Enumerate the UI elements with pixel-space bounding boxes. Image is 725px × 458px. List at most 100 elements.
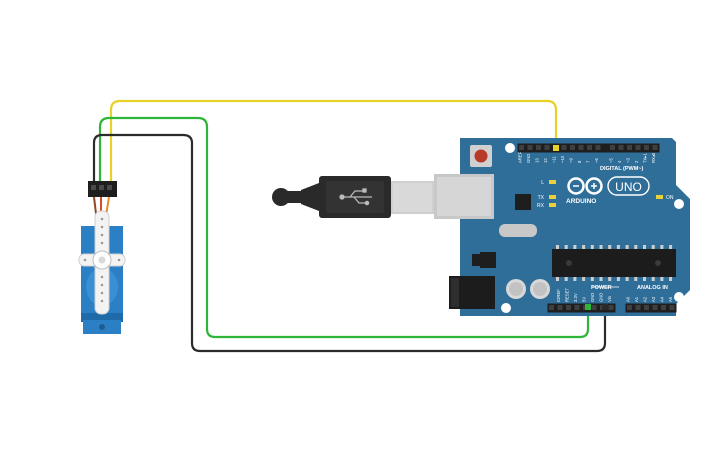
servo-connector bbox=[88, 181, 117, 197]
capacitors bbox=[506, 279, 550, 299]
pin-label: A4 bbox=[660, 296, 665, 302]
header-pin[interactable] bbox=[557, 305, 563, 310]
pin-label: ~9 bbox=[569, 158, 574, 163]
ground-wire[interactable] bbox=[92, 133, 607, 353]
header-pin[interactable] bbox=[591, 305, 597, 310]
header-pin[interactable] bbox=[578, 145, 584, 150]
header-pin[interactable] bbox=[618, 145, 624, 150]
mounting-hole bbox=[674, 199, 684, 209]
mounting-hole bbox=[505, 143, 515, 153]
ground-wire-end bbox=[602, 304, 608, 310]
atmega-pins bbox=[556, 245, 673, 281]
signal-wire[interactable] bbox=[109, 99, 558, 183]
header-pin[interactable] bbox=[566, 305, 571, 310]
header-pin[interactable] bbox=[644, 305, 649, 310]
arduino-uno-board[interactable]: L TX RX ON ARDUINO UNO DIGITAL (PWM~) AR… bbox=[434, 138, 690, 316]
pin-label: A3 bbox=[651, 296, 656, 302]
pin-label: ~3 bbox=[626, 158, 631, 163]
led-rx-label: RX bbox=[537, 203, 545, 209]
usb-chip bbox=[515, 194, 531, 210]
led-tx-label: TX bbox=[538, 195, 545, 201]
reset-button[interactable] bbox=[470, 145, 492, 167]
crystal-oscillator bbox=[499, 224, 537, 237]
uno-badge: UNO bbox=[607, 176, 650, 196]
atmega-chip bbox=[552, 249, 676, 277]
header-pin[interactable] bbox=[574, 305, 580, 310]
header-pin[interactable] bbox=[652, 145, 658, 150]
power-wire[interactable] bbox=[98, 116, 590, 339]
digital-header[interactable] bbox=[517, 143, 660, 153]
arduino-logo-symbols bbox=[573, 183, 597, 189]
pin-label: ~5 bbox=[609, 158, 614, 163]
pin-label: TX▸1 bbox=[643, 153, 648, 163]
pin-label: GND bbox=[599, 293, 604, 302]
voltage-regulator bbox=[480, 252, 496, 268]
header-strip bbox=[625, 303, 677, 313]
header-pin[interactable] bbox=[652, 305, 658, 310]
header-pin[interactable] bbox=[644, 145, 649, 150]
pin-label: AREF bbox=[518, 151, 523, 163]
pin-label: ~10 bbox=[560, 155, 565, 163]
power-header-label: POWER bbox=[591, 285, 612, 291]
servo-mount-tabs bbox=[81, 313, 123, 322]
led-l-label: L bbox=[541, 180, 544, 186]
pin-label: A5 bbox=[668, 296, 673, 302]
board-leds bbox=[549, 180, 663, 207]
header-pin[interactable] bbox=[549, 305, 554, 310]
header-pin[interactable] bbox=[570, 145, 575, 150]
pin-label: A0 bbox=[626, 296, 631, 302]
header-pin[interactable] bbox=[635, 145, 641, 150]
header-strip bbox=[547, 303, 616, 313]
pin-label: RESET bbox=[565, 288, 570, 302]
pin-label: 3.3V bbox=[573, 293, 578, 302]
pin-label: 5V bbox=[582, 297, 587, 302]
header-pin[interactable] bbox=[669, 305, 675, 310]
dc-power-jack bbox=[449, 276, 495, 309]
pin-label: 2 bbox=[634, 160, 639, 163]
pin-label: 12 bbox=[543, 158, 548, 163]
pin-label: 8 bbox=[577, 160, 582, 163]
usb-b-port bbox=[434, 174, 494, 219]
signal-wire-end bbox=[553, 145, 559, 151]
header-pin[interactable] bbox=[587, 145, 592, 150]
header-pin[interactable] bbox=[635, 305, 641, 310]
led-on-label: ON bbox=[666, 195, 674, 201]
analog-header[interactable] bbox=[625, 303, 677, 313]
digital-header-label: DIGITAL (PWM~) bbox=[600, 166, 644, 172]
pin-label: GND bbox=[526, 154, 531, 163]
model-label: UNO bbox=[615, 180, 642, 194]
header-pin[interactable] bbox=[544, 145, 550, 150]
header-pin[interactable] bbox=[661, 305, 666, 310]
pin-label: ~6 bbox=[594, 158, 599, 163]
header-pin[interactable] bbox=[608, 305, 614, 310]
usb-icon bbox=[339, 188, 372, 206]
servo-horn[interactable] bbox=[78, 210, 126, 315]
pin-label: A2 bbox=[643, 296, 648, 302]
header-pin[interactable] bbox=[627, 305, 632, 310]
header-pin[interactable] bbox=[561, 145, 567, 150]
mounting-hole bbox=[501, 303, 511, 313]
header-pin[interactable] bbox=[527, 145, 533, 150]
arduino-logo bbox=[567, 177, 603, 195]
header-pin[interactable] bbox=[627, 145, 632, 150]
header-pin[interactable] bbox=[610, 145, 615, 150]
pin-label: 4 bbox=[617, 160, 622, 163]
pin-label: A1 bbox=[634, 296, 639, 302]
header-pin[interactable] bbox=[595, 145, 601, 150]
analog-header-label: ANALOG IN bbox=[637, 285, 668, 291]
usb-cable[interactable] bbox=[272, 176, 434, 218]
pin-label: IOREF bbox=[556, 289, 561, 302]
power-wire-end bbox=[585, 304, 591, 310]
pin-label: ~11 bbox=[552, 156, 557, 163]
pin-label: GND bbox=[590, 293, 595, 302]
header-pin[interactable] bbox=[519, 145, 524, 150]
pin-label: 7 bbox=[586, 160, 591, 163]
header-pin[interactable] bbox=[536, 145, 541, 150]
servo-motor[interactable] bbox=[78, 181, 126, 334]
brand-label: ARDUINO bbox=[566, 198, 596, 205]
mounting-hole bbox=[674, 292, 684, 302]
